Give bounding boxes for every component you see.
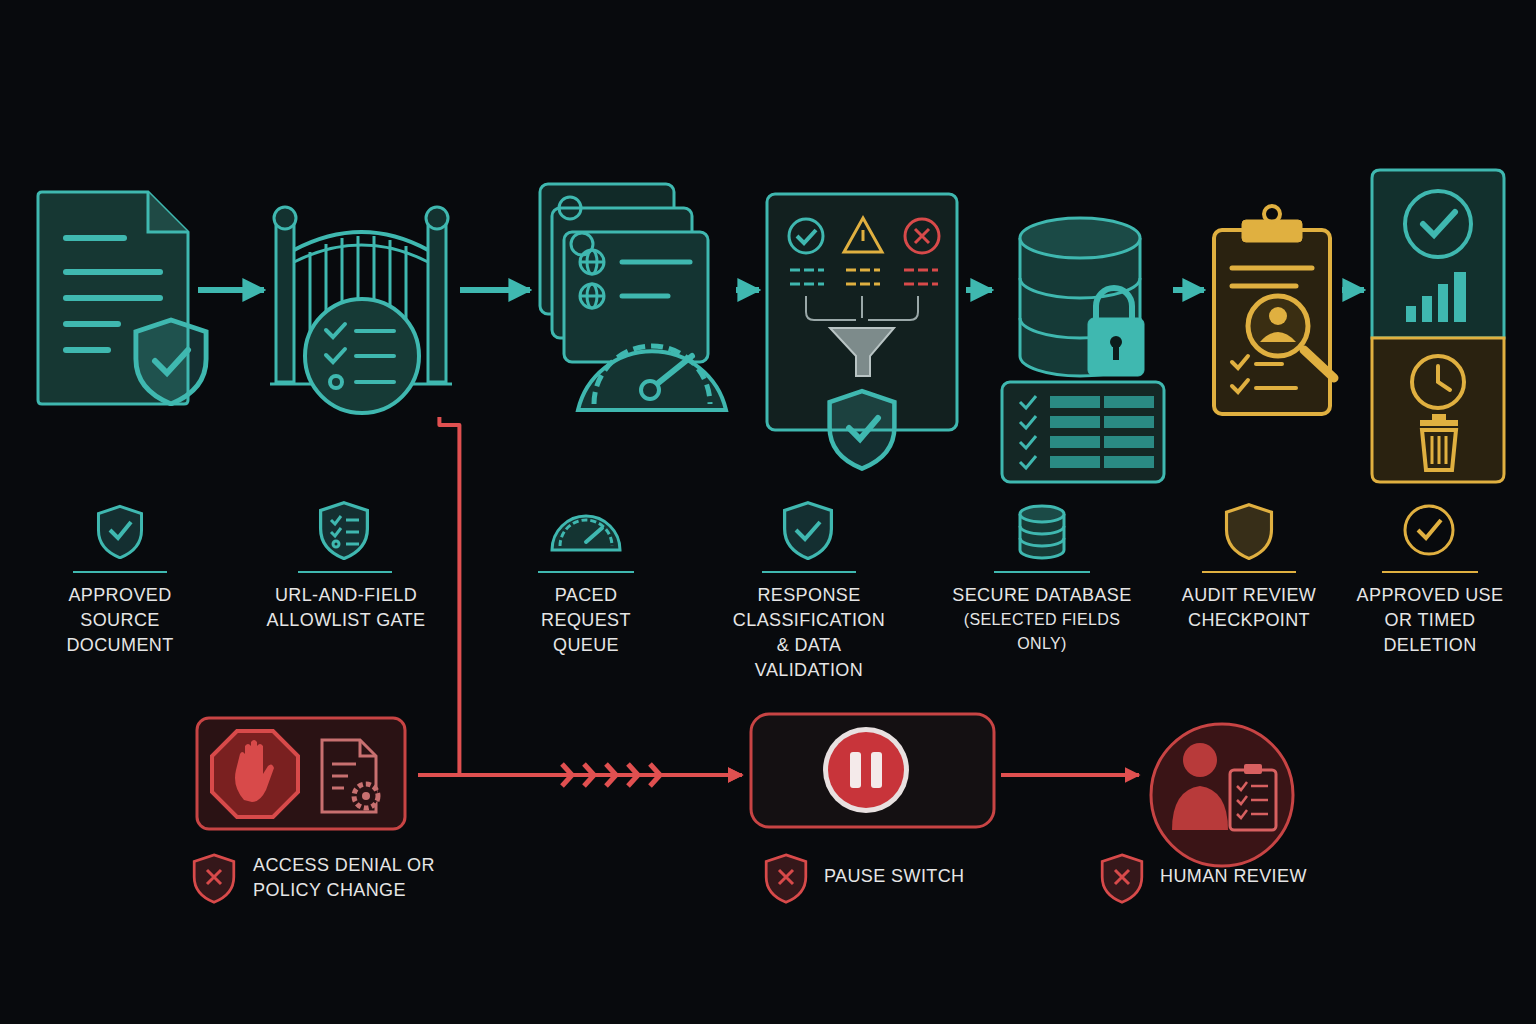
- flow-arrow: [460, 287, 530, 293]
- flow-arrow: [736, 287, 759, 293]
- node-sublabel: (SELECTED FIELDS ONLY): [952, 608, 1132, 656]
- node-label: URL-AND-FIELD ALLOWLIST GATE: [266, 583, 426, 633]
- gate-icon: [270, 207, 452, 413]
- request-queue: PACED REQUEST QUEUE: [538, 183, 728, 418]
- classification-box: RESPONSE CLASSIFICATION & DATA VALIDATIO…: [767, 193, 958, 473]
- flow-arrow: [966, 287, 992, 293]
- node-label: HUMAN REVIEW: [1160, 864, 1340, 889]
- reviewer-icon: [1151, 724, 1293, 866]
- pause-icon: [751, 714, 994, 827]
- flow-arrow: [1173, 287, 1204, 293]
- review-circle: HUMAN REVIEW: [1151, 724, 1293, 866]
- outcome-icon: [1372, 170, 1504, 482]
- clipboard-icon: [1214, 206, 1334, 414]
- flow-arrow: [198, 287, 264, 293]
- node-label: APPROVED USE OR TIMED DELETION: [1350, 583, 1510, 658]
- node-label: PACED REQUEST QUEUE: [526, 583, 646, 658]
- node-label: APPROVED SOURCE DOCUMENT: [55, 583, 185, 658]
- audit-checkpoint: AUDIT REVIEW CHECKPOINT: [1212, 205, 1334, 415]
- outcome-box: APPROVED USE OR TIMED DELETION: [1372, 168, 1504, 483]
- database-icon: [1002, 218, 1164, 482]
- node-label: SECURE DATABASE: [952, 583, 1132, 608]
- denial-icon: [197, 718, 405, 829]
- allowlist-gate: URL-AND-FIELD ALLOWLIST GATE: [272, 206, 452, 415]
- database-box: SECURE DATABASE(SELECTED FIELDS ONLY): [1000, 212, 1165, 483]
- exception-arrow: [439, 417, 742, 775]
- node-label: AUDIT REVIEW CHECKPOINT: [1169, 583, 1329, 633]
- denial-box: ACCESS DENIAL OR POLICY CHANGE: [196, 717, 406, 830]
- pause-switch: PAUSE SWITCH: [750, 713, 995, 828]
- source-document: APPROVED SOURCE DOCUMENT: [38, 188, 190, 406]
- exception-arrow: [1001, 773, 1139, 777]
- label-markers: [73, 503, 1478, 903]
- node-label: PAUSE SWITCH: [824, 864, 1004, 889]
- queue-icon: [540, 184, 726, 410]
- node-label: RESPONSE CLASSIFICATION & DATA VALIDATIO…: [729, 583, 889, 683]
- classifier-icon: [767, 194, 957, 469]
- flow-arrow: [1342, 287, 1364, 293]
- exception-arrow: [418, 773, 742, 777]
- node-label: ACCESS DENIAL OR POLICY CHANGE: [253, 853, 453, 903]
- document-icon: [38, 192, 206, 404]
